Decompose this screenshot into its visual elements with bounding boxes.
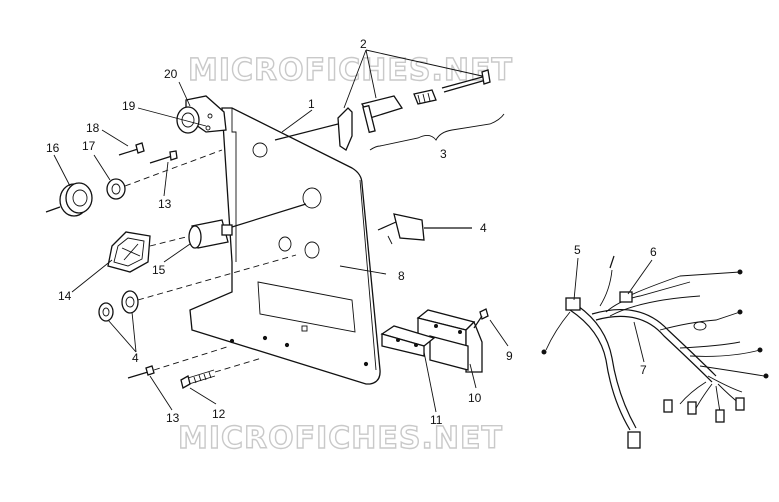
- toggle-nut-ring: [98, 254, 297, 322]
- callout-19: 19: [122, 99, 136, 113]
- socket-connector: [107, 231, 191, 273]
- indicator-lamp: [176, 95, 227, 134]
- callout-12: 12: [212, 407, 226, 421]
- callout-4-switch: 4: [480, 221, 487, 235]
- callout-9: 9: [506, 349, 513, 363]
- power-plug: [188, 203, 307, 249]
- callout-3: 3: [440, 147, 447, 161]
- callout-17: 17: [82, 139, 96, 153]
- lock-washer: [106, 149, 223, 200]
- wiring-harness: [541, 255, 769, 449]
- dash-panel: [189, 107, 381, 385]
- wire-lead-upper: [149, 150, 178, 164]
- hinge-brackets: [380, 308, 489, 373]
- callout-18: 18: [86, 121, 100, 135]
- watermark-bottom: MICROFICHES.NET: [178, 421, 503, 456]
- callout-4-nut: 4: [132, 351, 139, 365]
- toggle-switch: [377, 213, 472, 245]
- mounting-bolt: [180, 357, 263, 389]
- callout-7: 7: [640, 363, 647, 377]
- watermark-top: MICROFICHES.NET: [188, 53, 513, 88]
- callout-16: 16: [46, 141, 60, 155]
- callout-labels: 1 2 3 4 4 5 6 7 8 9 10 11 12 13 13 14 15…: [46, 37, 657, 427]
- latch-assembly: [274, 69, 491, 151]
- callout-14: 14: [58, 289, 72, 303]
- callout-11: 11: [430, 413, 443, 427]
- callout-6: 6: [650, 245, 657, 259]
- callout-20: 20: [164, 67, 178, 81]
- callout-15: 15: [152, 263, 166, 277]
- callout-2: 2: [360, 37, 367, 51]
- wire-lead-lower: [127, 345, 231, 379]
- callout-13-upper: 13: [158, 197, 172, 211]
- callout-13-lower: 13: [166, 411, 180, 425]
- callout-1: 1: [308, 97, 315, 111]
- callout-8: 8: [398, 269, 405, 283]
- small-screw: [118, 142, 145, 156]
- callout-10: 10: [468, 391, 482, 405]
- leader-lines: [53, 49, 653, 413]
- callout-5: 5: [574, 243, 581, 257]
- bezel-nut: [45, 182, 93, 217]
